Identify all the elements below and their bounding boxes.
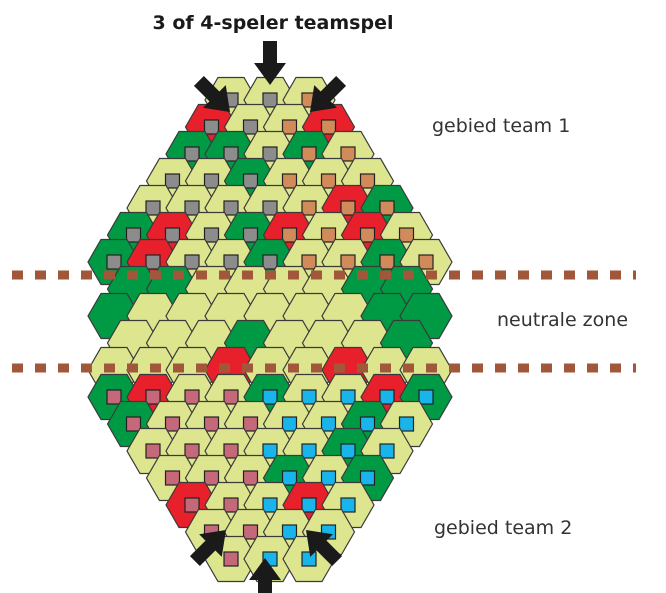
- marker: [125, 227, 142, 243]
- marker: [145, 389, 161, 405]
- marker: [262, 146, 278, 162]
- marker: [281, 524, 298, 540]
- arrow-bottom-center: [249, 558, 281, 593]
- marker: [125, 416, 142, 432]
- marker: [164, 227, 181, 243]
- diagram-title: 3 of 4-speler teamspel: [152, 12, 394, 34]
- marker: [359, 416, 376, 432]
- marker: [223, 146, 239, 162]
- marker: [379, 389, 395, 405]
- marker: [301, 551, 317, 567]
- marker: [320, 227, 337, 243]
- marker: [340, 497, 356, 513]
- marker: [301, 389, 317, 405]
- arrow-top-center: [254, 41, 286, 85]
- marker: [164, 416, 181, 432]
- marker: [242, 416, 259, 432]
- marker: [262, 254, 278, 270]
- marker: [223, 551, 239, 567]
- marker: [184, 497, 200, 513]
- marker: [359, 470, 376, 486]
- marker: [262, 389, 278, 405]
- marker: [301, 146, 317, 162]
- marker: [359, 227, 376, 243]
- arrow-top-right: [310, 75, 347, 112]
- marker: [418, 254, 434, 270]
- marker: [379, 443, 395, 459]
- marker: [203, 119, 220, 135]
- marker: [379, 254, 395, 270]
- marker: [398, 416, 415, 432]
- marker: [164, 470, 181, 486]
- entry-arrows: [189, 41, 347, 593]
- marker: [320, 416, 337, 432]
- marker: [145, 443, 161, 459]
- marker: [340, 389, 356, 405]
- marker: [223, 389, 239, 405]
- marker: [262, 497, 278, 513]
- marker: [242, 470, 259, 486]
- marker: [106, 254, 122, 270]
- marker: [359, 173, 376, 189]
- marker: [301, 497, 317, 513]
- marker: [145, 254, 161, 270]
- marker: [398, 227, 415, 243]
- hex-grid: [87, 76, 453, 583]
- arrow-top-left: [193, 75, 230, 112]
- marker: [242, 227, 259, 243]
- marker: [203, 227, 220, 243]
- marker: [106, 389, 122, 405]
- marker: [379, 200, 395, 216]
- marker: [301, 443, 317, 459]
- marker: [184, 146, 200, 162]
- marker: [320, 173, 337, 189]
- marker: [242, 173, 259, 189]
- marker: [262, 443, 278, 459]
- marker: [203, 416, 220, 432]
- marker: [164, 173, 181, 189]
- marker: [301, 200, 317, 216]
- marker: [262, 200, 278, 216]
- marker: [281, 416, 298, 432]
- label-team-2-area: gebied team 2: [434, 517, 573, 539]
- marker: [340, 443, 356, 459]
- marker: [281, 470, 298, 486]
- label-team-1-area: gebied team 1: [432, 115, 571, 137]
- marker: [184, 254, 200, 270]
- arrow-bottom-right: [306, 530, 343, 567]
- marker: [418, 389, 434, 405]
- marker: [242, 524, 259, 540]
- marker: [203, 173, 220, 189]
- marker: [223, 200, 239, 216]
- label-neutral-zone: neutrale zone: [497, 309, 629, 331]
- marker: [145, 200, 161, 216]
- marker: [223, 254, 239, 270]
- marker: [184, 389, 200, 405]
- marker: [184, 200, 200, 216]
- marker: [340, 146, 356, 162]
- marker: [281, 173, 298, 189]
- marker: [340, 200, 356, 216]
- marker: [223, 497, 239, 513]
- marker: [340, 254, 356, 270]
- marker: [262, 92, 278, 108]
- marker: [203, 470, 220, 486]
- marker: [184, 443, 200, 459]
- marker: [320, 119, 337, 135]
- marker: [281, 119, 298, 135]
- marker: [281, 227, 298, 243]
- arrow-bottom-left: [189, 530, 226, 567]
- marker: [320, 470, 337, 486]
- marker: [223, 443, 239, 459]
- marker: [301, 254, 317, 270]
- marker: [242, 119, 259, 135]
